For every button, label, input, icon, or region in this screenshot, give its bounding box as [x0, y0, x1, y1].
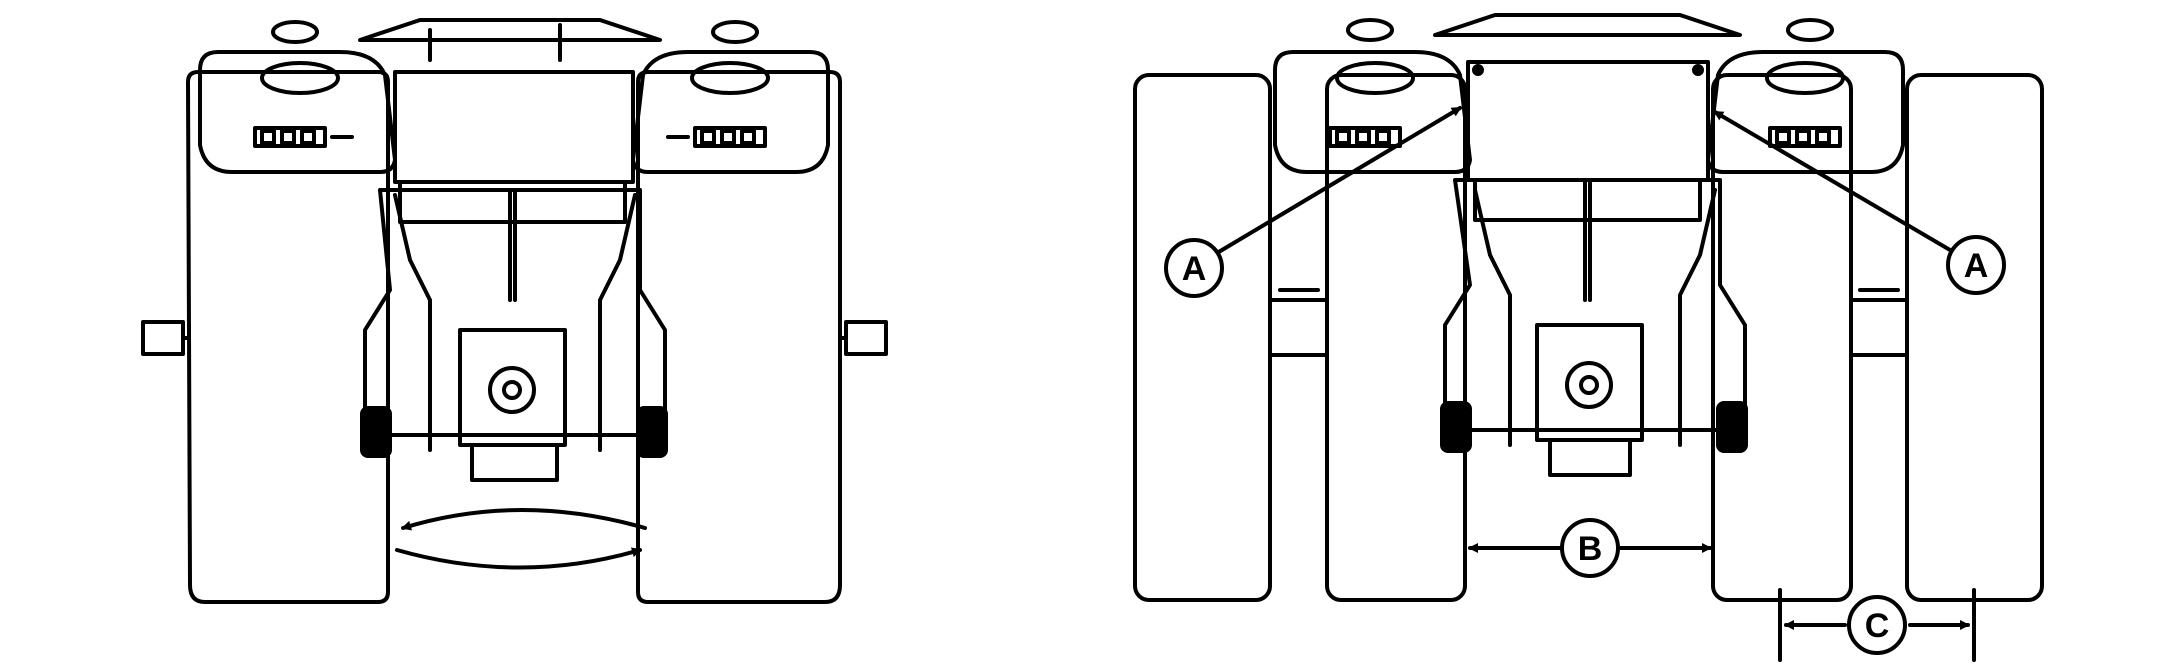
left-tire-left: [186, 70, 390, 604]
callout-a-right-label: A: [1964, 247, 1989, 285]
dimension-c-label: C: [1865, 607, 1890, 645]
right-outer-tire-right: [1905, 73, 2044, 602]
callout-a-left: A: [1164, 106, 1462, 298]
left-fender-left: [198, 50, 397, 174]
dimension-b-label: B: [1578, 530, 1603, 568]
right-inner-tire-right: [1711, 73, 1853, 602]
left-rear-hitch: [458, 328, 567, 447]
right-outer-tire-left: [1133, 73, 1272, 602]
left-axle-stub-right: [844, 320, 888, 356]
left-tire-right: [636, 70, 842, 604]
left-axle-stub-left: [141, 320, 185, 356]
right-fender-right: [1706, 50, 1905, 174]
dimension-c: C: [1778, 588, 1976, 662]
callout-a-left-label: A: [1182, 250, 1207, 288]
right-rear-hitch: [1535, 323, 1644, 442]
right-tractor-view: A A B C: [1133, 13, 2044, 662]
curved-double-arrow: [395, 508, 647, 570]
right-cab-rear: [1466, 60, 1710, 182]
dimension-b: B: [1468, 518, 1712, 578]
left-cab-rear: [393, 70, 635, 184]
left-tractor-view: [141, 18, 888, 604]
left-fender-right: [631, 50, 830, 174]
right-fender-left: [1273, 50, 1472, 174]
callout-a-right: A: [1713, 110, 2006, 295]
